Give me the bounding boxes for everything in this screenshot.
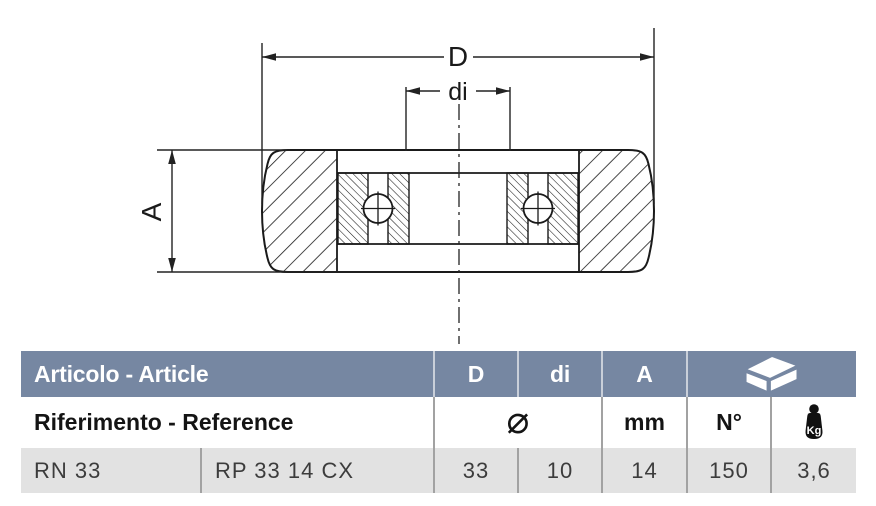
table-subheader-row: Riferimento - Reference ⌀ mm N° Kg: [21, 397, 856, 448]
header-cell-article: Articolo - Article: [34, 360, 209, 387]
data-cell-d: 33: [433, 448, 517, 493]
header-cell-packaging: [686, 351, 856, 397]
hatched-block-left: [262, 150, 337, 272]
label-width: A: [136, 202, 167, 221]
table-data-row: RN 33 RP 33 14 CX 33 10 14 150 3,6: [21, 448, 856, 493]
subheader-cell-weight: Kg: [770, 397, 856, 448]
package-box-icon: [745, 355, 799, 393]
subheader-cell-pieces: N°: [686, 397, 770, 448]
data-cell-weight: 3,6: [770, 448, 856, 493]
subheader-cell-mm: mm: [601, 397, 686, 448]
table-header-row: Articolo - Article D di A: [21, 351, 856, 397]
data-cell-a: 14: [601, 448, 686, 493]
header-cell-di: di: [517, 351, 601, 397]
header-cell-d: D: [433, 351, 517, 397]
dimension-width: [157, 149, 410, 273]
label-outer-diameter: D: [448, 41, 468, 72]
ball-right: [521, 191, 555, 226]
header-cell-a: A: [601, 351, 686, 397]
hatched-block-right: [579, 150, 654, 272]
label-inner-diameter: di: [448, 78, 467, 106]
data-cell-pieces: 150: [686, 448, 770, 493]
data-cell-di: 10: [517, 448, 601, 493]
dimension-outer-diameter: [261, 28, 655, 204]
subheader-cell-reference: Riferimento - Reference: [34, 409, 294, 435]
ball-left: [361, 191, 395, 226]
dimension-inner-diameter: [405, 87, 511, 151]
spec-table: Articolo - Article D di A Riferimento - …: [21, 351, 856, 493]
kg-icon-label: Kg: [807, 425, 822, 437]
bearing-section: [337, 172, 579, 245]
data-cell-reference: RP 33 14 CX: [200, 448, 433, 493]
roller-body: [260, 149, 656, 273]
data-cell-article: RN 33: [34, 457, 102, 483]
technical-drawing: D di A: [136, 28, 656, 344]
kg-weight-icon: Kg: [805, 404, 823, 439]
diameter-symbol: ⌀: [433, 397, 601, 448]
